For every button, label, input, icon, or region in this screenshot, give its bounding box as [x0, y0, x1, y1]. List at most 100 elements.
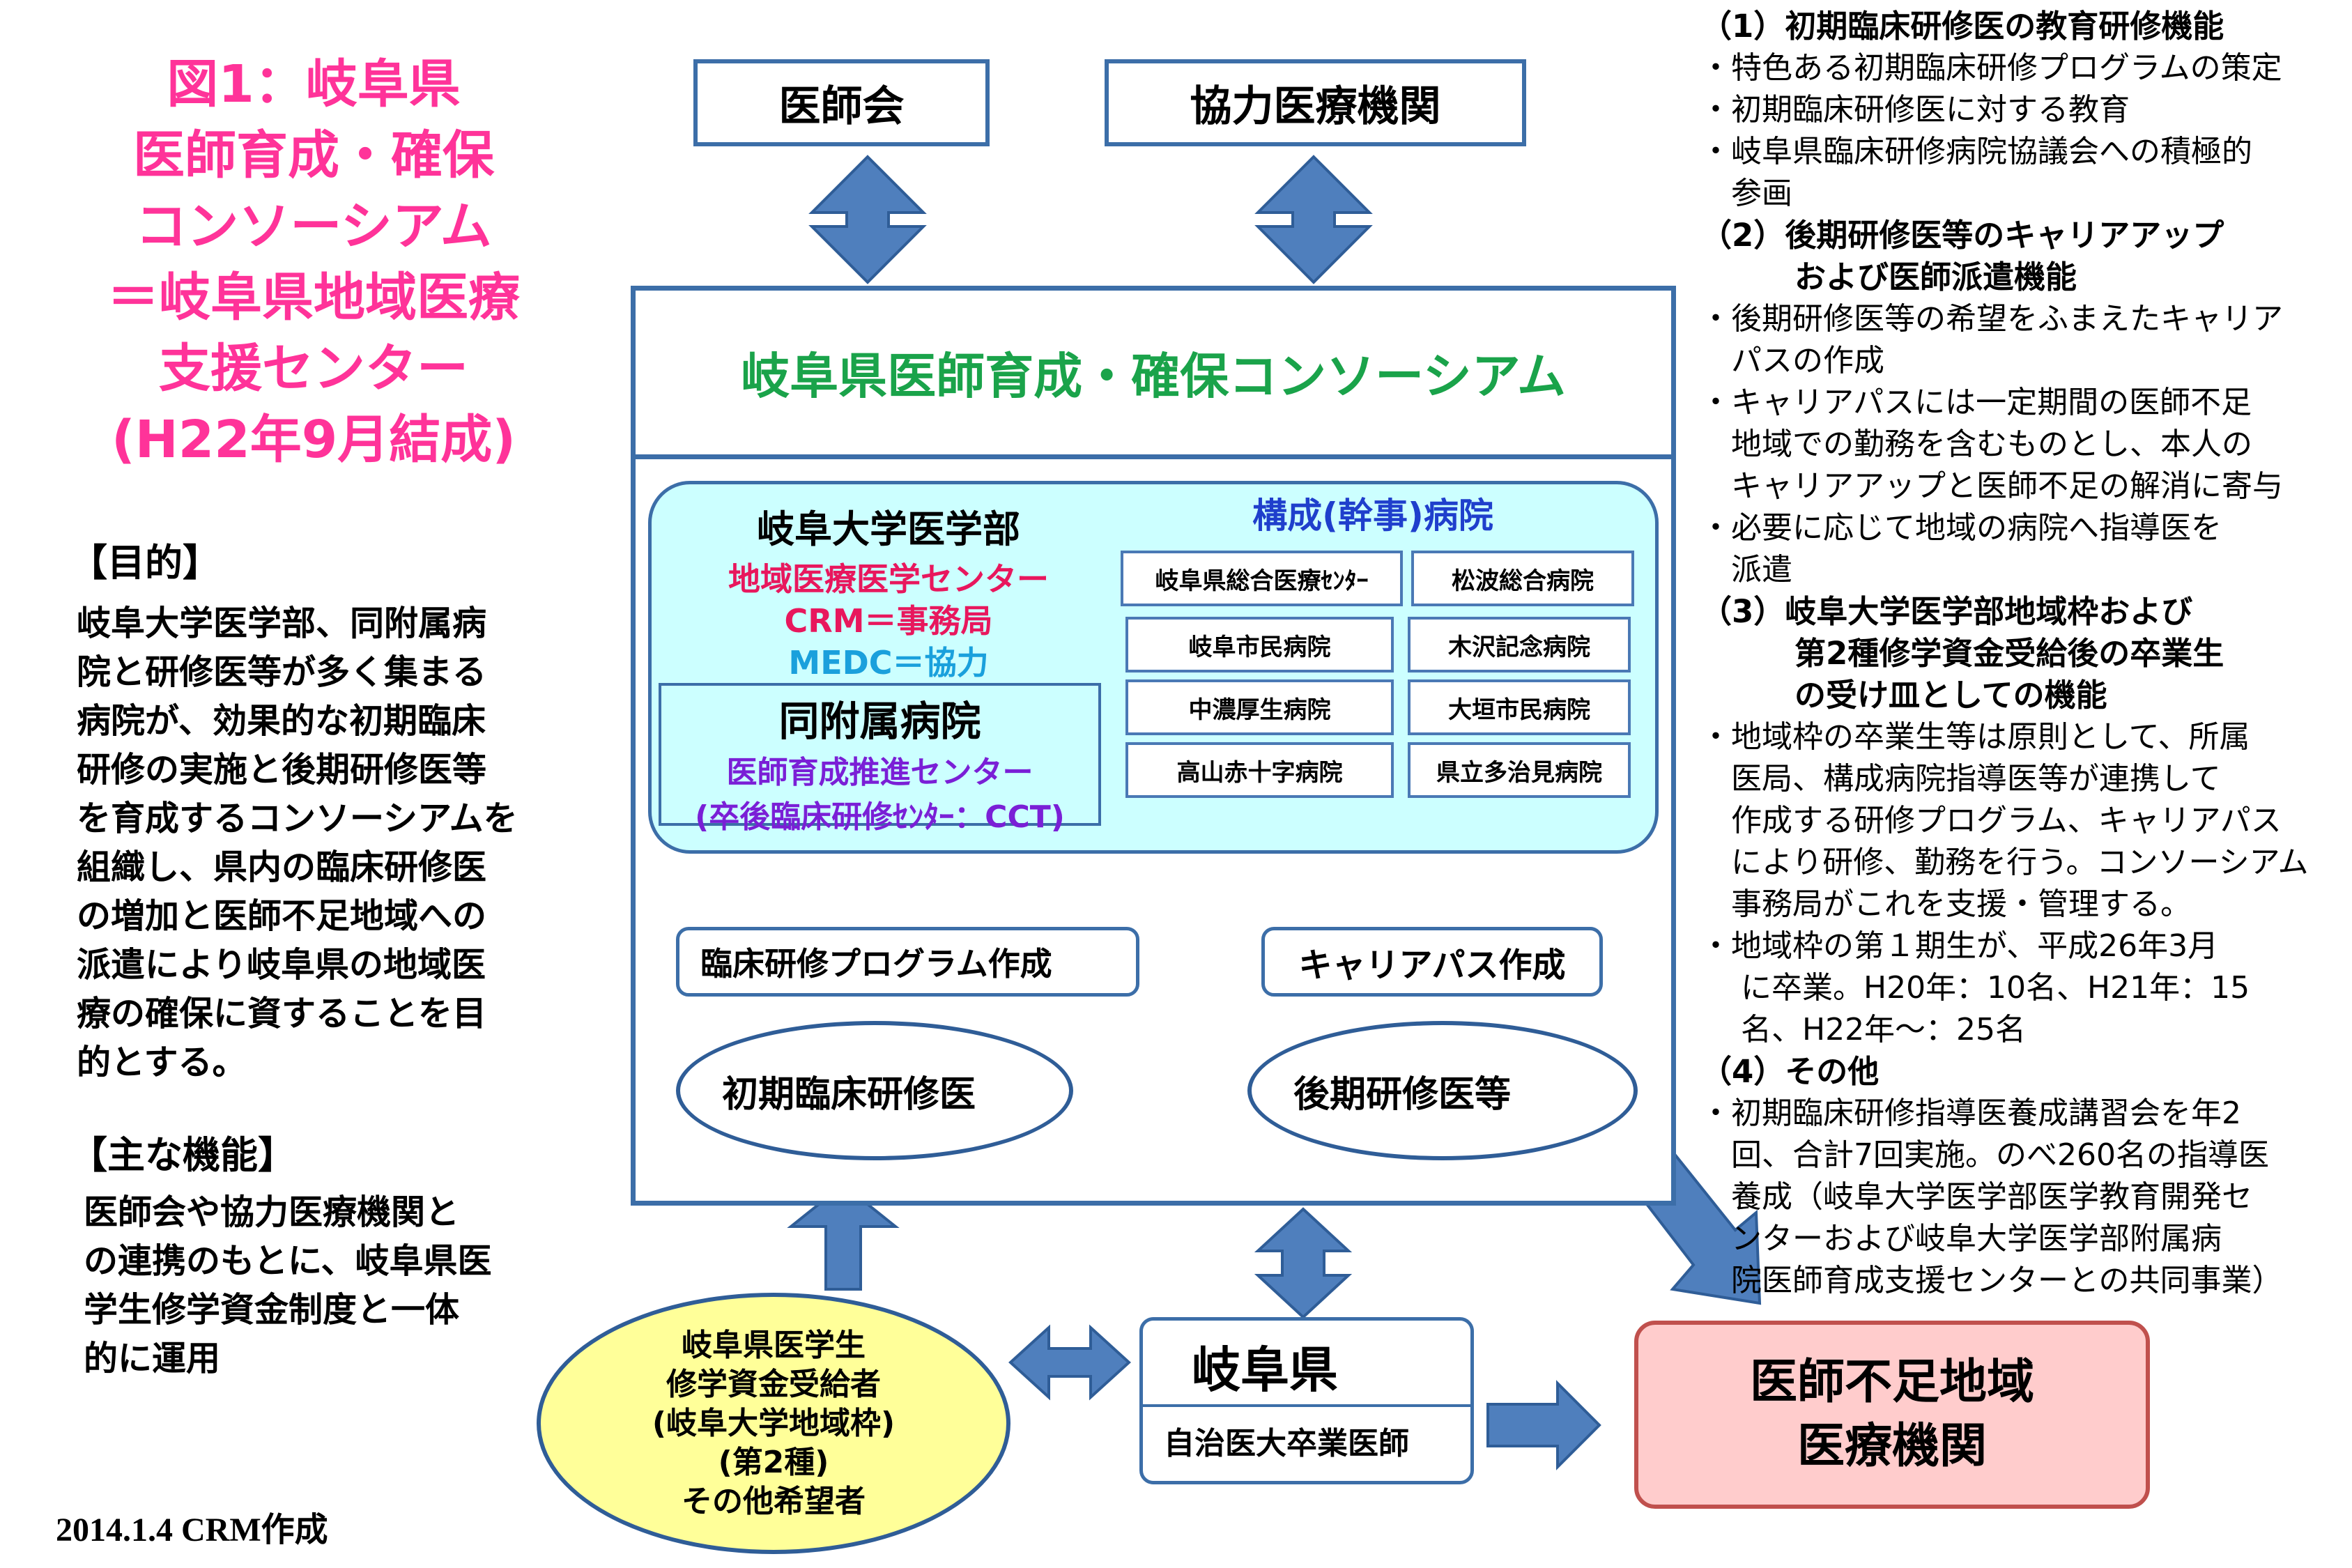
up-arrow-scholars — [787, 1183, 900, 1291]
text-line: パスの作成 — [1700, 343, 1884, 378]
hospital-center: 医師育成推進センター — [726, 755, 1033, 790]
medc-label: MEDC＝協力 — [788, 644, 989, 682]
kyoryoku-box: 協力医療機関 — [1105, 59, 1526, 146]
right-arrow-pref-shortage — [1486, 1380, 1601, 1470]
prefecture-divider — [1143, 1404, 1470, 1407]
member-hospital: 木沢記念病院 — [1408, 617, 1631, 672]
functions-text: 医師会や協力医療機関との連携のもとに、岐阜県医学生修学資金制度と一体的に運用 — [84, 1188, 585, 1383]
section-3-heading: （3）岐阜大学医学部地域枠および — [1700, 593, 2193, 630]
scholars-line: (第2種) — [718, 1444, 829, 1480]
prefecture-box: 岐阜県 自治医大卒業医師 — [1139, 1317, 1474, 1484]
hospital-cct: (卒後臨床研修ｾﾝﾀｰ：CCT) — [695, 799, 1065, 835]
ishikai-box: 医師会 — [693, 59, 990, 146]
scholars-line: (岐阜大学地域枠) — [652, 1405, 896, 1441]
shortage-line: 医療機関 — [1797, 1419, 1987, 1474]
text-line: ・地域枠の卒業生等は原則として、所属 — [1700, 719, 2250, 755]
section-4-items: ・初期臨床研修指導医養成講習会を年2 回、合計7回実施。のべ260名の指導医 養… — [1700, 1093, 2342, 1302]
program-box: 臨床研修プログラム作成 — [676, 927, 1139, 997]
title-line: 医師育成・確保 — [133, 125, 494, 185]
text-line: 医師会や協力医療機関と — [84, 1192, 460, 1232]
member-heading: 構成(幹事)病院 — [1252, 495, 1493, 536]
section-3-heading: の受け皿としての機能 — [1700, 677, 2107, 714]
text-line: 的とする。 — [77, 1043, 247, 1082]
member-hospital: 中濃厚生病院 — [1125, 679, 1394, 735]
text-line: 学生修学資金制度と一体 — [84, 1290, 460, 1330]
career-box: キャリアパス作成 — [1261, 927, 1603, 997]
crm-label: CRM＝事務局 — [784, 602, 993, 640]
member-hospital: 岐阜市民病院 — [1125, 617, 1394, 672]
text-line: ・初期臨床研修医に対する教育 — [1700, 92, 2130, 128]
double-arrow-pref — [1254, 1207, 1353, 1319]
text-line: ・必要に応じて地域の病院へ指導医を — [1700, 510, 2222, 546]
section-4-heading: （4）その他 — [1700, 1053, 1880, 1090]
text-line: 組織し、県内の臨床研修医 — [77, 847, 487, 887]
text-line: に卒業。H20年：10名、H21年：15 — [1700, 970, 2250, 1006]
senior-ellipse: 後期研修医等 — [1247, 1021, 1638, 1160]
text-line: ンターおよび岐阜大学医学部附属病 — [1700, 1221, 2222, 1256]
text-line: 名、H22年～：25名 — [1700, 1012, 2027, 1047]
member-hospital: 県立多治見病院 — [1408, 742, 1631, 798]
junior-ellipse: 初期臨床研修医 — [676, 1021, 1073, 1160]
shortage-line: 医師不足地域 — [1749, 1355, 2034, 1410]
section-2-items: ・後期研修医等の希望をふまえたキャリア パスの作成・キャリアパスには一定期間の医… — [1700, 298, 2342, 591]
page-title: 図1：岐阜県 医師育成・確保 コンソーシアム ＝岐阜県地域医療 支援センター (… — [63, 49, 564, 475]
scholars-line: その他希望者 — [682, 1483, 866, 1519]
functions-heading: 【主な機能】 — [70, 1133, 295, 1177]
text-line: 研修の実施と後期研修医等 — [77, 750, 487, 790]
prefecture-label: 岐阜県 — [1192, 1342, 1338, 1399]
text-line: の連携のもとに、岐阜県医 — [84, 1241, 492, 1281]
title-line: 図1：岐阜県 — [167, 54, 461, 114]
title-line: コンソーシアム — [135, 197, 492, 256]
section-3-items: ・地域枠の卒業生等は原則として、所属 医局、構成病院指導医等が連携して 作成する… — [1700, 716, 2342, 1051]
section-2-heading: （2）後期研修医等のキャリアアップ — [1700, 217, 2224, 254]
text-line: ・初期臨床研修指導医養成講習会を年2 — [1700, 1096, 2241, 1131]
title-line: (H22年9月結成) — [111, 410, 516, 470]
member-hospital: 高山赤十字病院 — [1125, 742, 1394, 798]
text-line: 療の確保に資することを目 — [77, 994, 487, 1033]
text-line: 派遣により岐阜県の地域医 — [77, 945, 486, 985]
shortage-box: 医師不足地域 医療機関 — [1634, 1321, 2150, 1509]
text-line: を育成するコンソーシアムを — [77, 799, 518, 838]
section-3-heading: 第2種修学資金受給後の卒業生 — [1700, 635, 2224, 672]
text-line: 養成（岐阜大学医学部医学教育開発セ — [1700, 1179, 2252, 1215]
section-1-items: ・特色ある初期臨床研修プログラムの策定・初期臨床研修医に対する教育・岐阜県臨床研… — [1700, 47, 2342, 215]
text-line: ・地域枠の第１期生が、平成26年3月 — [1700, 928, 2219, 964]
purpose-text: 岐阜大学医学部、同附属病院と研修医等が多く集まる病院が、効果的な初期臨床研修の実… — [77, 599, 578, 1087]
text-line: 回、合計7回実施。のべ260名の指導医 — [1700, 1137, 2269, 1173]
text-line: 院医師育成支援センターとの共同事業） — [1700, 1263, 2283, 1298]
text-line: 病院が、効果的な初期臨床 — [77, 701, 486, 741]
text-line: 参画 — [1700, 176, 1792, 211]
text-line: 作成する研修プログラム、キャリアパス — [1700, 803, 2282, 838]
member-hospital: 大垣市民病院 — [1408, 679, 1631, 735]
double-arrow-scholars-pref — [1008, 1324, 1131, 1401]
text-line: により研修、勤務を行う。コンソーシアム — [1700, 845, 2309, 880]
consortium-title: 岐阜県医師育成・確保コンソーシアム — [636, 291, 1671, 459]
text-line: 地域での勤務を含むものとし、本人の — [1700, 426, 2252, 462]
text-line: の増加と医師不足地域への — [77, 896, 487, 936]
section-2-heading: および医師派遣機能 — [1700, 259, 2077, 295]
member-hospital: 岐阜県総合医療ｾﾝﾀｰ — [1121, 551, 1403, 606]
text-line: 的に運用 — [84, 1339, 221, 1378]
double-arrow-kyoryoku — [1254, 155, 1373, 284]
text-line: ・後期研修医等の希望をふまえたキャリア — [1700, 301, 2283, 337]
scholars-line: 岐阜県医学生 — [682, 1327, 866, 1363]
scholars-ellipse: 岐阜県医学生 修学資金受給者 (岐阜大学地域枠) (第2種) その他希望者 — [537, 1293, 1010, 1554]
text-line: ・キャリアパスには一定期間の医師不足 — [1700, 385, 2252, 420]
text-line: キャリアアップと医師不足の解消に寄与 — [1700, 468, 2283, 504]
title-line: ＝岐阜県地域医療 — [107, 268, 520, 328]
hospital-box: 同附属病院 医師育成推進センター (卒後臨床研修ｾﾝﾀｰ：CCT) — [659, 683, 1101, 835]
purpose-heading: 【目的】 — [70, 541, 220, 585]
member-hospital: 松波総合病院 — [1411, 551, 1634, 606]
text-line: 院と研修医等が多く集まる — [77, 652, 487, 692]
section-1-heading: （1）初期臨床研修医の教育研修機能 — [1700, 8, 2224, 45]
text-line: 岐阜大学医学部、同附属病 — [77, 604, 487, 643]
scholars-line: 修学資金受給者 — [666, 1366, 881, 1402]
right-column: （1）初期臨床研修医の教育研修機能 ・特色ある初期臨床研修プログラムの策定・初期… — [1700, 6, 2342, 1302]
hospital-title: 同附属病院 — [778, 698, 981, 745]
jichi-label: 自治医大卒業医師 — [1164, 1426, 1409, 1461]
text-line: 派遣 — [1700, 552, 1792, 587]
center-label: 地域医療医学センター — [728, 560, 1049, 598]
title-line: 支援センター — [159, 339, 468, 399]
univ-label: 岐阜大学医学部 — [757, 507, 1020, 551]
text-line: ・特色ある初期臨床研修プログラムの策定 — [1700, 50, 2282, 86]
